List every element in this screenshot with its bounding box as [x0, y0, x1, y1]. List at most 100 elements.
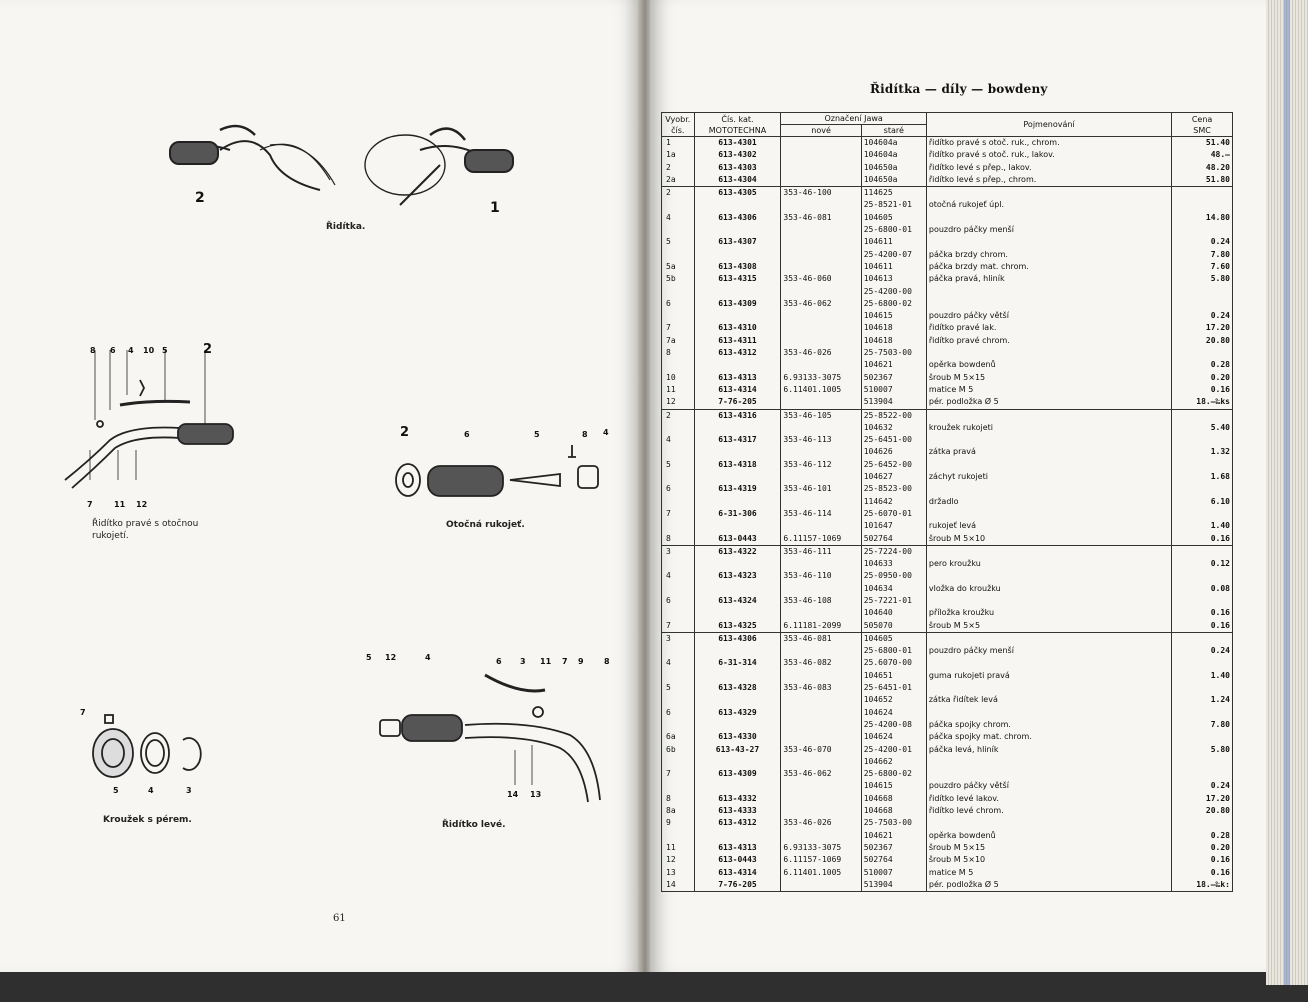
callout-2: 2 — [203, 342, 213, 357]
cell-kat: 613-4330 — [693, 731, 782, 744]
cell-desc: pouzdro páčky větší — [925, 310, 1173, 323]
cell-desc: pero kroužku — [925, 558, 1173, 571]
cell-kat: 613-4312 — [693, 817, 782, 830]
callout-left-13: 13 — [530, 790, 542, 799]
cell-nove: 353-46-081 — [780, 631, 862, 646]
cell-desc: řidítko pravé lak. — [925, 322, 1173, 335]
cell-desc — [925, 434, 1173, 447]
cell-desc: pér. podložka Ø 5 — [925, 878, 1173, 893]
callout-left-6: 6 — [496, 657, 502, 666]
cell-kat: 613-4306 — [693, 631, 782, 646]
cell-desc: matice M 5 — [925, 383, 1173, 397]
cell-stare: 25-7221-01 — [860, 594, 927, 608]
cell-kat — [693, 694, 782, 707]
cell-pos — [661, 694, 695, 707]
cell-stare: 104621 — [860, 829, 927, 842]
cell-pos — [661, 248, 695, 261]
cell-nove: 6.11157-1069 — [780, 854, 862, 867]
cell-desc: otočná rukojeť úpl. — [925, 199, 1173, 212]
table-row: 104662 — [661, 755, 1233, 769]
cell-pos: 11 — [661, 383, 695, 397]
cell-stare: 104615 — [860, 310, 927, 323]
cell-pos: 7 — [661, 322, 695, 335]
cell-price — [1171, 755, 1233, 769]
cell-desc: guma rukojeti pravá — [925, 669, 1173, 683]
cell-pos: 6 — [661, 297, 695, 311]
cell-pos: 4 — [661, 211, 695, 225]
cell-price: 20.80 — [1171, 805, 1233, 818]
cell-kat: 613-0443 — [693, 532, 782, 546]
cell-desc — [925, 682, 1173, 695]
cell-price — [1171, 817, 1233, 830]
cell-pos: 7a — [661, 334, 695, 348]
cell-pos — [661, 755, 695, 769]
cell-desc: opěrka bowdenů — [925, 359, 1173, 372]
callout-left-11: 11 — [540, 657, 552, 666]
cell-nove: 353-46-026 — [780, 347, 862, 360]
cell-kat — [693, 285, 782, 298]
cell-stare: 513904 — [860, 878, 927, 893]
callout-left-5: 5 — [366, 653, 372, 662]
cell-price: 5.40 — [1171, 421, 1233, 435]
cell-price: 5.80 — [1171, 743, 1233, 756]
cell-pos: 13 — [661, 866, 695, 879]
cell-desc: řidítko pravé s otoč. ruk., lakov. — [925, 149, 1173, 162]
cell-stare: 104604a — [860, 136, 927, 150]
cell-nove: 353-46-082 — [780, 657, 862, 670]
cell-price: 6.10 — [1171, 495, 1233, 508]
cell-desc: páčka brzdy chrom. — [925, 248, 1173, 261]
cell-desc: řidítko pravé s otoč. ruk., chrom. — [925, 136, 1173, 150]
cell-kat: 613-4324 — [693, 594, 782, 608]
cell-price — [1171, 594, 1233, 608]
cell-pos: 5b — [661, 273, 695, 286]
callout-twist-5: 5 — [534, 430, 540, 439]
cell-desc — [925, 755, 1173, 769]
cell-desc: řidítko levé s přep., lakov. — [925, 161, 1173, 174]
cell-nove — [780, 718, 862, 732]
cell-kat: 613-4314 — [693, 866, 782, 879]
cell-desc — [925, 297, 1173, 311]
callout-ring-5: 5 — [113, 786, 119, 795]
cell-kat: 613-4308 — [693, 260, 782, 274]
cell-nove — [780, 236, 862, 249]
cell-pos: 8 — [661, 532, 695, 546]
cell-kat: 6-31-306 — [693, 507, 782, 521]
cell-stare: 104613 — [860, 273, 927, 286]
cell-price: 0.16 — [1171, 607, 1233, 620]
cell-desc: příložka kroužku — [925, 607, 1173, 620]
left-handlebar-illustration — [379, 673, 601, 803]
cell-nove — [780, 792, 862, 806]
cell-stare: 104632 — [860, 421, 927, 435]
cell-kat — [693, 495, 782, 508]
cell-stare: 104668 — [860, 805, 927, 818]
cell-desc — [925, 768, 1173, 781]
cell-nove: 6.11401.1005 — [780, 383, 862, 397]
cell-desc — [925, 285, 1173, 298]
cell-stare: 104604a — [860, 149, 927, 162]
cell-kat: 613-4319 — [693, 483, 782, 496]
callout-ring-3: 3 — [186, 786, 192, 795]
cell-price: 51.80 — [1171, 173, 1233, 187]
col-header-vyobr: Vyobr.čís. — [661, 112, 695, 137]
cell-price: 0.24 — [1171, 645, 1233, 658]
cell-price — [1171, 297, 1233, 311]
caption-left-handlebar: Řidítko levé. — [442, 820, 506, 830]
cell-price: 48.— — [1171, 149, 1233, 162]
cell-kat: 613-4317 — [693, 434, 782, 447]
cell-nove — [780, 161, 862, 174]
parts-table: Vyobr.čís. Čís. kat.MOTOTECHNA Označení … — [661, 112, 1233, 893]
cell-nove: 353-46-060 — [780, 273, 862, 286]
cell-stare: 104618 — [860, 322, 927, 335]
cell-desc: pouzdro páčky menší — [925, 645, 1173, 658]
cell-stare: 25-7224-00 — [860, 544, 927, 559]
